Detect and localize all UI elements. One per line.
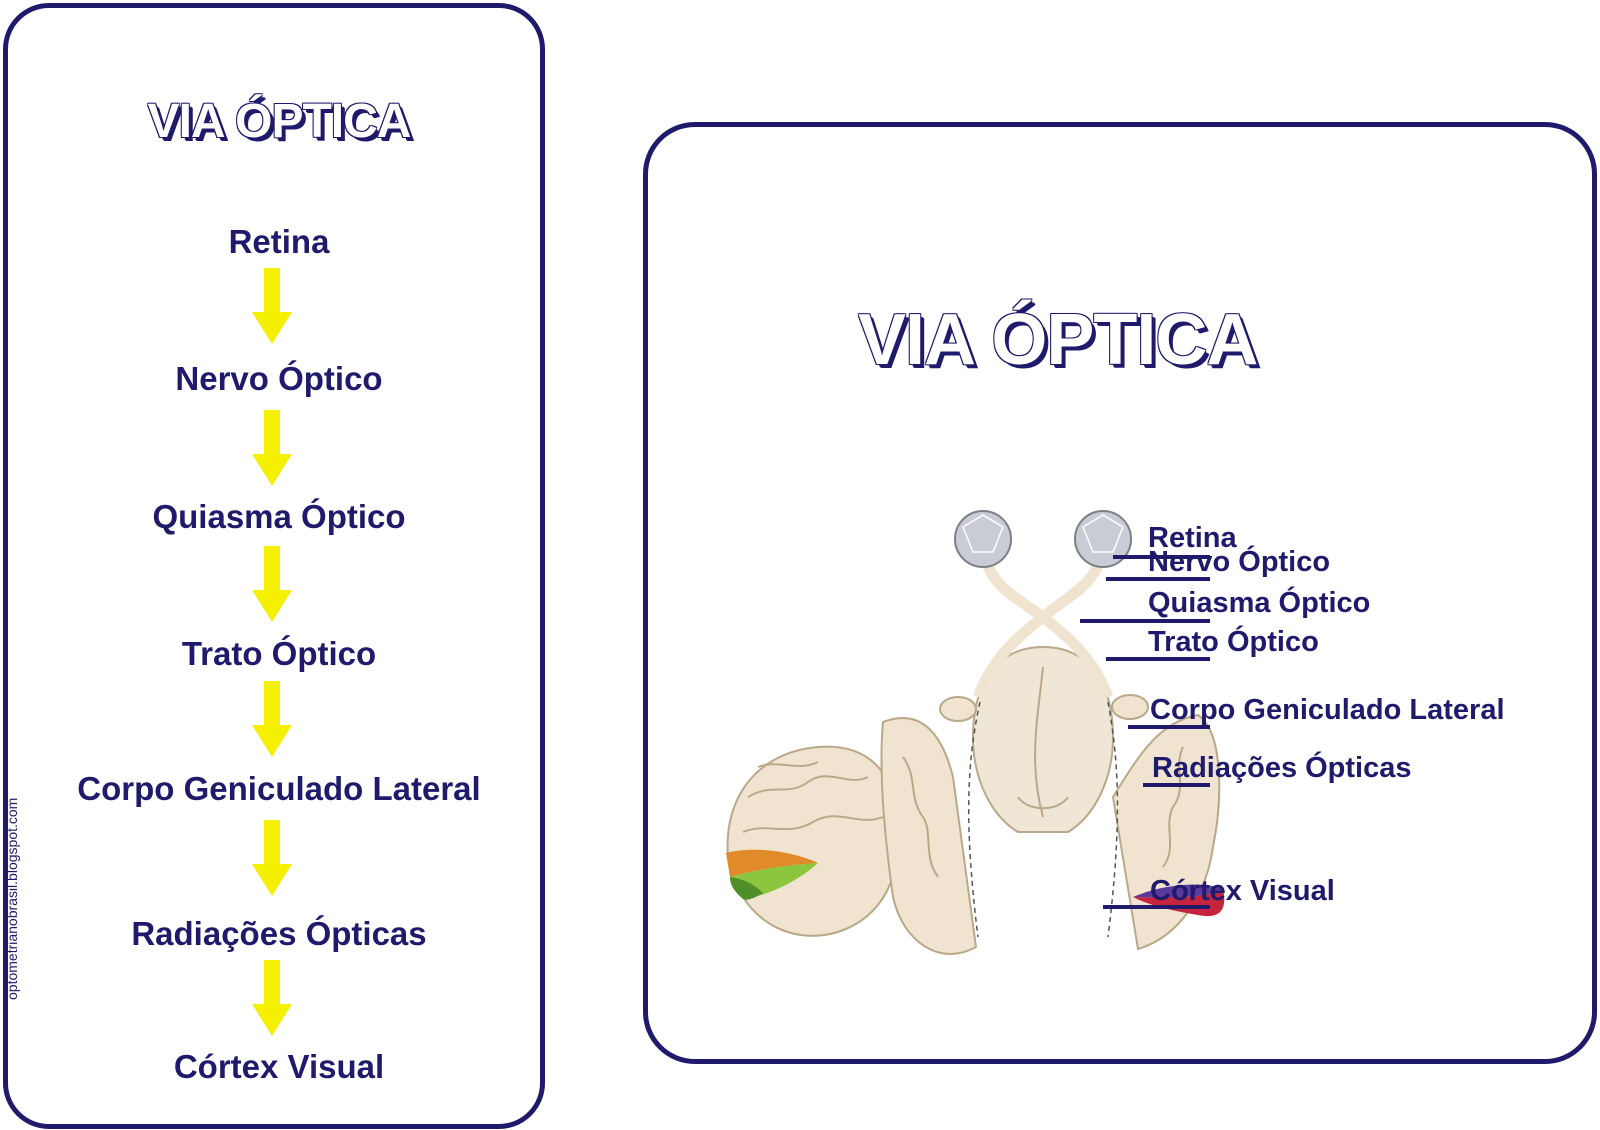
right-panel: VIA ÓPTICA bbox=[643, 122, 1597, 1064]
down-arrow-icon bbox=[252, 268, 292, 344]
down-arrow-icon bbox=[252, 546, 292, 622]
label-trato-optico: Trato Óptico bbox=[1148, 626, 1319, 658]
flow-step-corpo-geniculado-lateral: Corpo Geniculado Lateral bbox=[77, 770, 481, 807]
flow-step-retina: Retina bbox=[228, 223, 330, 260]
visual-cortex-highlight bbox=[1133, 884, 1225, 917]
label-nervo-optico: Nervo Óptico bbox=[1148, 546, 1331, 578]
flow-step-radiacoes-opticas: Radiações Ópticas bbox=[131, 915, 427, 952]
right-eyeball bbox=[1074, 510, 1132, 568]
leader-lines bbox=[1080, 555, 1210, 909]
optic-pathway-illustration bbox=[726, 510, 1225, 955]
flow-step-cortex-visual: Córtex Visual bbox=[173, 1048, 385, 1085]
down-arrow-icon bbox=[252, 960, 292, 1036]
label-radiacoes-opticas: Radiações Ópticas bbox=[1152, 752, 1412, 784]
flow-step-trato-optico: Trato Óptico bbox=[181, 635, 377, 672]
label-quiasma-optico: Quiasma Óptico bbox=[1148, 587, 1371, 619]
label-retina: Retina bbox=[1148, 522, 1237, 554]
flow-step-quiasma-optico: Quiasma Óptico bbox=[152, 498, 406, 535]
label-corpo-geniculado-lateral: Corpo Geniculado Lateral bbox=[1150, 694, 1505, 726]
flow-step-nervo-optico: Nervo Óptico bbox=[175, 360, 383, 397]
label-cortex-visual: Córtex Visual bbox=[1150, 875, 1335, 907]
down-arrow-icon bbox=[252, 681, 292, 757]
left-panel: VIA ÓPTICA Retina Nervo Óptico Quiasma Ó… bbox=[3, 3, 545, 1129]
left-title: VIA ÓPTICA bbox=[147, 95, 412, 148]
down-arrow-icon bbox=[252, 820, 292, 896]
right-title: VIA ÓPTICA bbox=[858, 300, 1258, 380]
watermark-text: optometrianobrasil.blogspot.com bbox=[4, 797, 20, 1000]
down-arrow-icon bbox=[252, 410, 292, 486]
lateral-brain-illustration bbox=[726, 745, 900, 937]
eyes-and-optic-nerves bbox=[954, 510, 1132, 938]
left-eyeball bbox=[954, 510, 1012, 568]
